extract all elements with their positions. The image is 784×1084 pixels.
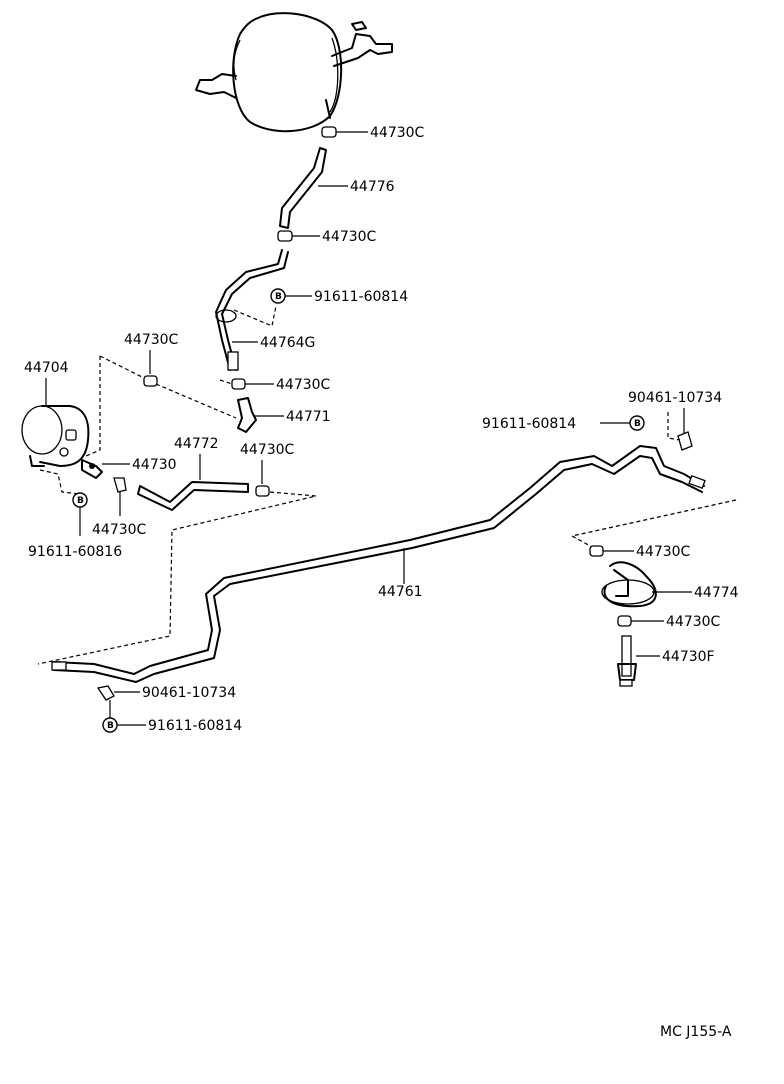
label-44774: 44774 [694,585,739,601]
bolt-91611-60814-bottom[interactable]: B [102,717,118,733]
label-44730c-low: 44730C [92,522,147,538]
diagram-code: MC J155-A [660,1024,732,1040]
bolt-91611-60816[interactable]: B [72,492,88,508]
label-44730c-left: 44730C [124,332,179,348]
label-44771: 44771 [286,409,331,425]
label-44772: 44772 [174,436,219,452]
bracket-90461-10734-bottom[interactable] [96,685,115,701]
pipe-44761[interactable] [51,445,706,683]
bracket-90461-10734-right[interactable] [677,431,693,451]
clip-44730c-3[interactable] [231,378,246,390]
bolt-symbol-icon: B [634,419,641,429]
clip-44730c-r2[interactable] [617,615,632,627]
canister-44704[interactable] [21,405,90,467]
bolt-symbol-icon: B [275,292,282,302]
clip-44730c-2[interactable] [277,230,293,242]
label-91611-60814-top: 91611-60814 [314,289,408,305]
hose-44774[interactable] [601,561,657,608]
label-90461-10734-right: 90461-10734 [628,390,722,406]
pipe-44764g[interactable] [215,249,289,371]
label-44764g: 44764G [260,335,315,351]
label-44730c-3: 44730C [276,377,331,393]
label-91611-60814-right: 91611-60814 [482,416,576,432]
brake-booster [195,12,393,133]
connector-44730[interactable] [81,459,103,479]
hose-44776[interactable] [279,147,327,229]
hose-44771[interactable] [237,397,257,433]
bolt-91611-60814-top[interactable]: B [270,288,286,304]
label-91611-60816: 91611-60816 [28,544,122,560]
label-44730c-mid: 44730C [240,442,295,458]
hose-44772[interactable] [137,481,249,511]
label-44704: 44704 [24,360,69,376]
label-44730c-r2: 44730C [666,614,721,630]
label-44730c-r1: 44730C [636,544,691,560]
clip-44730c-r1[interactable] [589,545,604,557]
clip-44730c-low[interactable] [113,477,127,493]
bolt-symbol-icon: B [107,721,114,731]
label-44730f: 44730F [662,649,715,665]
clip-44730c-left[interactable] [143,375,158,387]
bolt-91611-60814-right[interactable]: B [629,415,645,431]
fitting-44730f[interactable] [617,635,637,687]
clip-44730c-top[interactable] [321,126,337,138]
label-44776: 44776 [350,179,395,195]
label-44730c-top: 44730C [370,125,425,141]
clip-44730c-mid[interactable] [255,485,270,497]
label-91611-60814-bottom: 91611-60814 [148,718,242,734]
label-44761: 44761 [378,584,423,600]
label-44730c-2: 44730C [322,229,377,245]
label-44730: 44730 [132,457,177,473]
label-90461-10734-bottom: 90461-10734 [142,685,236,701]
bolt-symbol-icon: B [77,496,84,506]
